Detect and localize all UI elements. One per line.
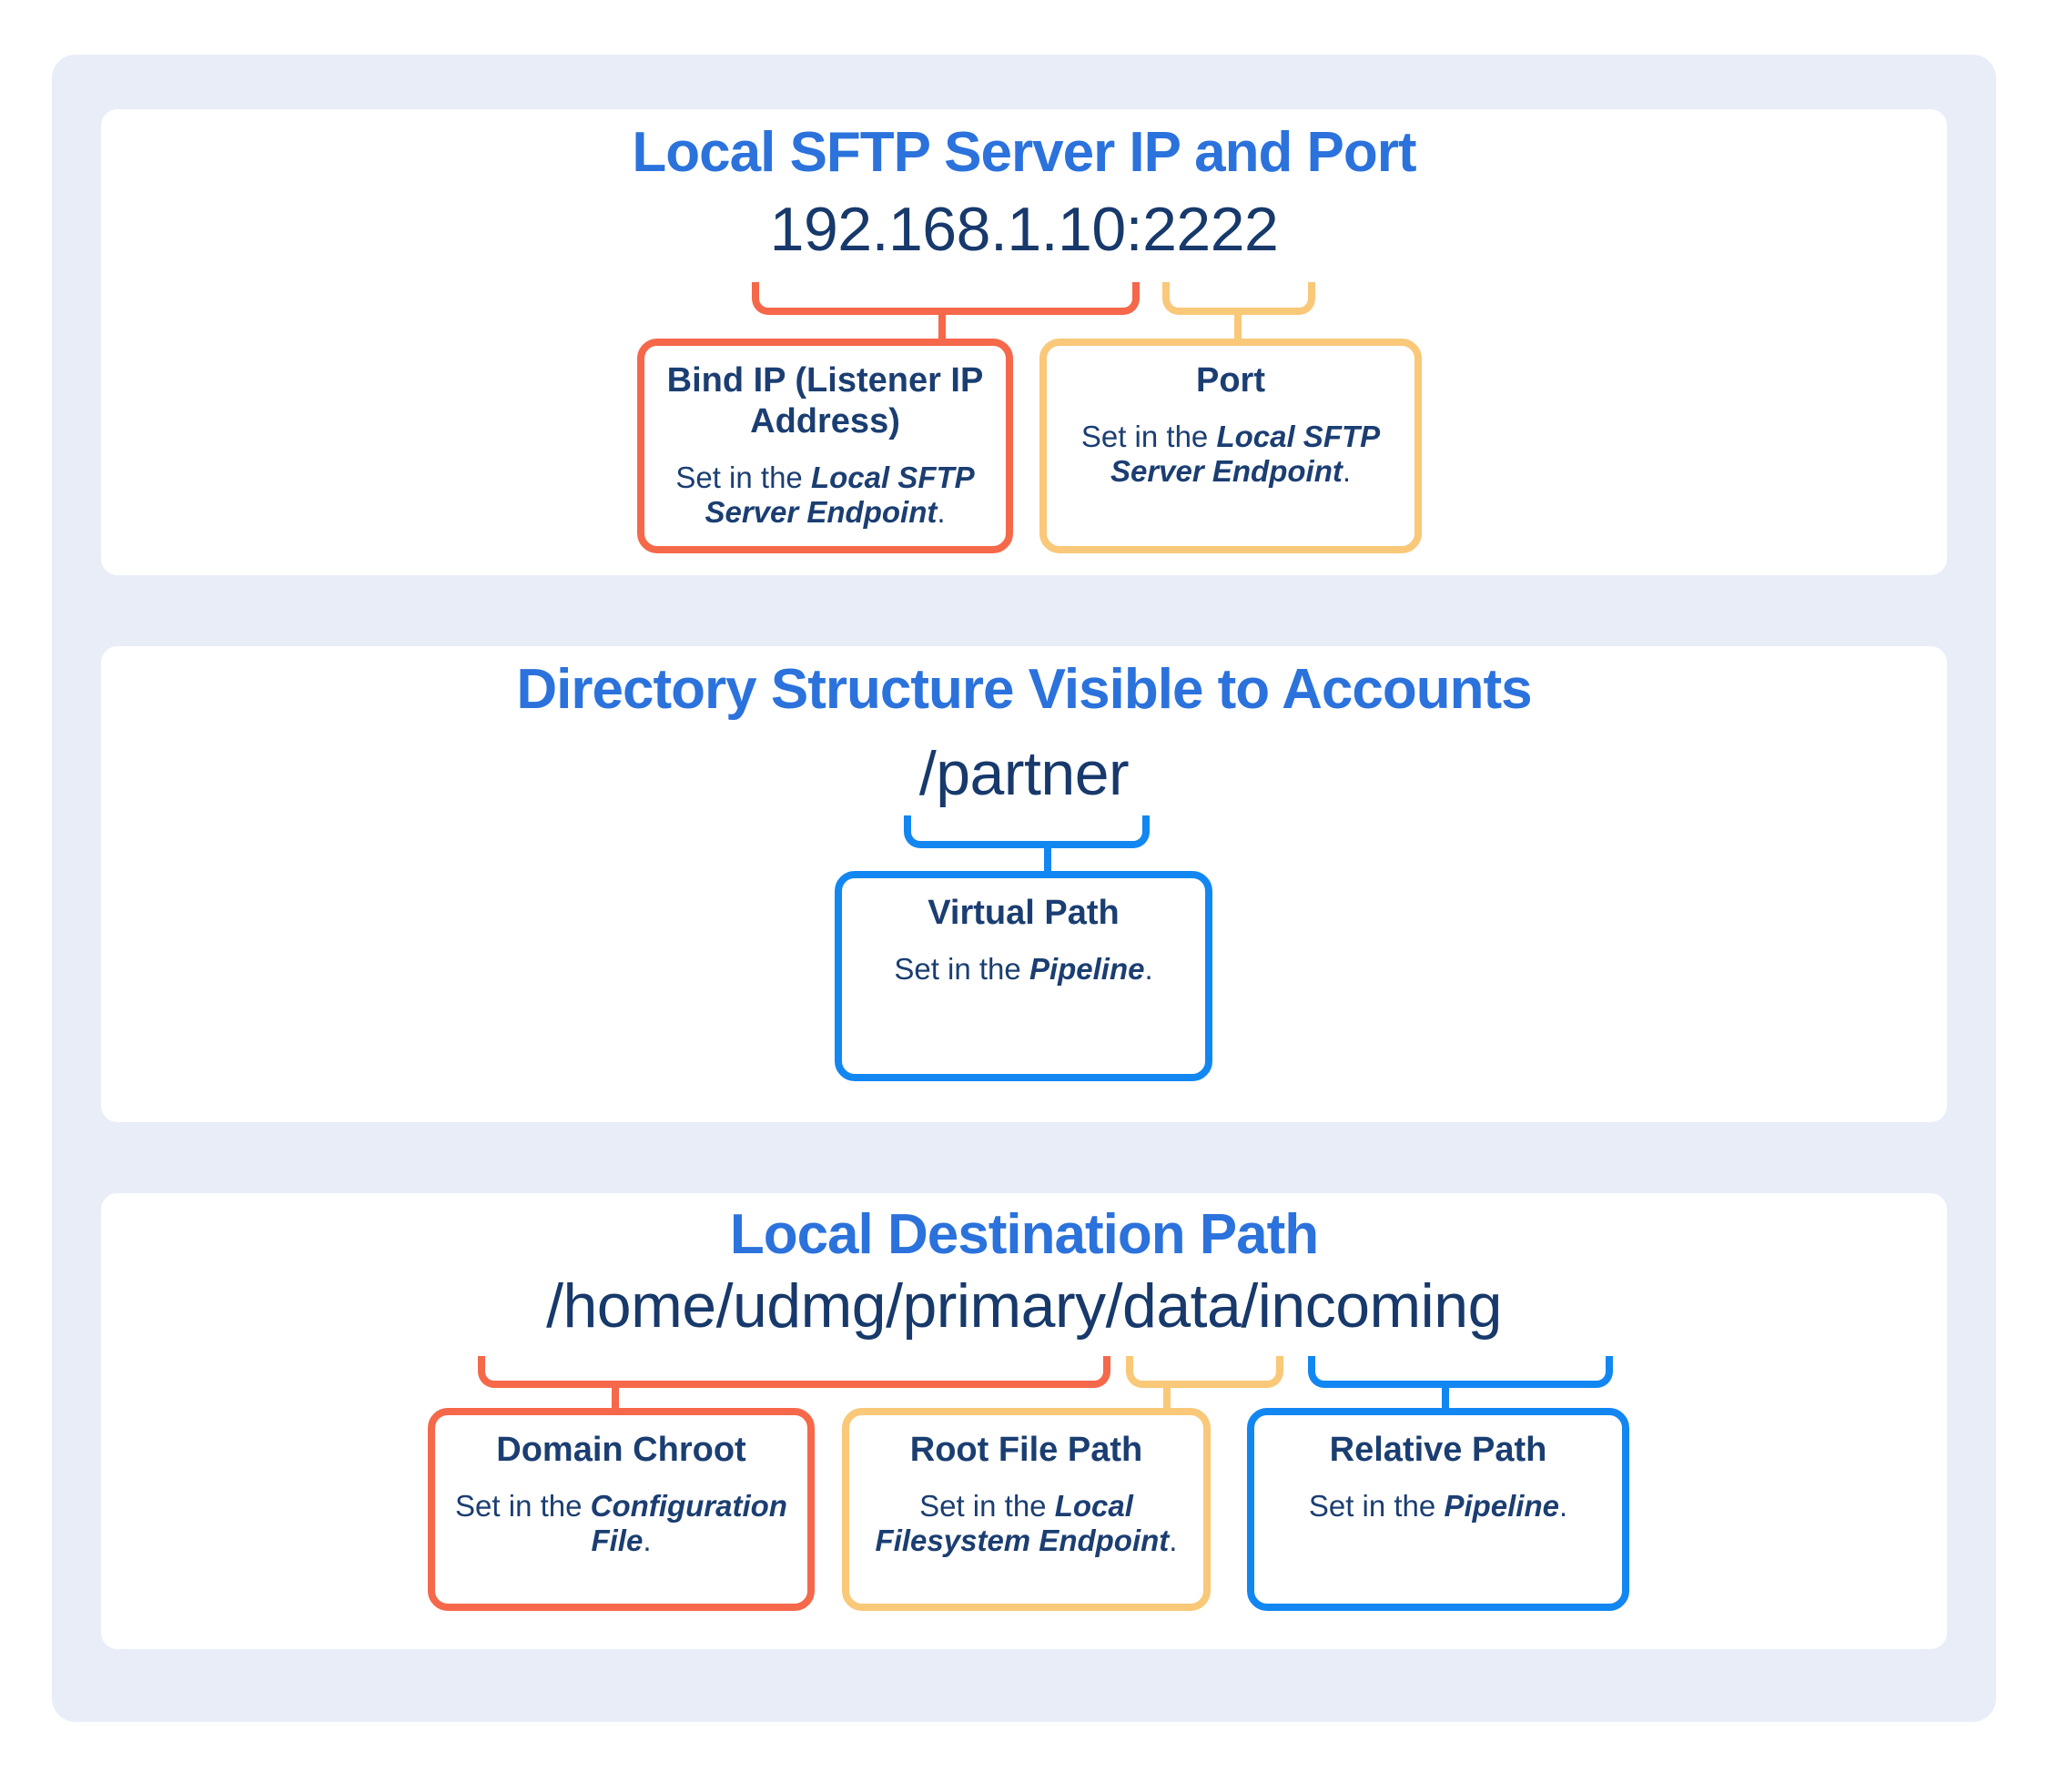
bracket-root-file-path bbox=[1126, 1356, 1283, 1388]
box-body-line: Server Endpoint. bbox=[705, 495, 946, 530]
box-body-line: File. bbox=[591, 1524, 652, 1558]
section-title-directory: Directory Structure Visible to Accounts bbox=[516, 658, 1532, 721]
box-body-line: Server Endpoint. bbox=[1110, 454, 1352, 489]
box-body-line: Set in the Local bbox=[919, 1488, 1133, 1523]
box-body-line: Filesystem Endpoint. bbox=[875, 1524, 1178, 1558]
stem-domain-chroot bbox=[612, 1386, 619, 1408]
stem-relative-path bbox=[1442, 1386, 1449, 1408]
box-header-virtual-path: Virtual Path bbox=[928, 894, 1120, 932]
bracket-relative-path bbox=[1308, 1356, 1613, 1388]
directory-virtual-path-value: /partner bbox=[918, 739, 1130, 808]
box-body-line: Set in the Pipeline. bbox=[1308, 1488, 1568, 1523]
section-title-destination: Local Destination Path bbox=[729, 1203, 1319, 1266]
stem-bind-ip bbox=[938, 313, 946, 339]
section-card-directory: Directory Structure Visible to Accounts … bbox=[101, 646, 1947, 1122]
label-box-port: Port Set in the Local SFTP Server Endpoi… bbox=[1039, 339, 1422, 553]
box-body-domain-chroot: Set in the Configuration File. bbox=[453, 1489, 789, 1559]
label-box-domain-chroot: Domain Chroot Set in the Configuration F… bbox=[428, 1408, 815, 1611]
box-body-relative-path: Set in the Pipeline. bbox=[1272, 1489, 1604, 1524]
box-header-root-file-path: Root File Path bbox=[909, 1431, 1143, 1469]
box-body-line: Set in the Pipeline. bbox=[894, 951, 1153, 986]
box-body-bind-ip: Set in the Local SFTP Server Endpoint. bbox=[663, 461, 988, 531]
section-title-sftp: Local SFTP Server IP and Port bbox=[632, 121, 1416, 184]
section-card-sftp: Local SFTP Server IP and Port 192.168.1.… bbox=[101, 109, 1947, 575]
stem-port bbox=[1234, 313, 1242, 339]
destination-path-value: /home/udmg/primary/data/incoming bbox=[546, 1271, 1502, 1341]
bracket-domain-chroot bbox=[478, 1356, 1110, 1388]
label-box-virtual-path: Virtual Path Set in the Pipeline. bbox=[835, 871, 1212, 1081]
box-body-line: Set in the Local SFTP bbox=[1080, 419, 1381, 453]
label-box-bind-ip: Bind IP (Listener IP Address) Set in the… bbox=[637, 339, 1013, 553]
sftp-ip-port-value: 192.168.1.10:2222 bbox=[769, 195, 1279, 264]
bracket-virtual-path bbox=[904, 815, 1150, 848]
bracket-port bbox=[1162, 282, 1315, 315]
box-header-relative-path: Relative Path bbox=[1329, 1431, 1547, 1469]
box-body-port: Set in the Local SFTP Server Endpoint. bbox=[1065, 420, 1396, 490]
label-box-relative-path: Relative Path Set in the Pipeline. bbox=[1247, 1408, 1629, 1611]
box-body-line: Set in the Local SFTP bbox=[675, 460, 975, 494]
stem-virtual-path bbox=[1044, 846, 1051, 871]
section-card-destination: Local Destination Path /home/udmg/primar… bbox=[101, 1193, 1947, 1649]
box-header-port: Port bbox=[1196, 361, 1265, 400]
bracket-bind-ip bbox=[752, 282, 1140, 315]
diagram-container: Local SFTP Server IP and Port 192.168.1.… bbox=[52, 55, 1996, 1722]
stem-root-file-path bbox=[1163, 1386, 1171, 1408]
box-header-bind-ip: Bind IP (Listener IP Address) bbox=[666, 361, 984, 440]
box-body-line: Set in the Configuration bbox=[455, 1488, 787, 1523]
box-body-virtual-path: Set in the Pipeline. bbox=[860, 952, 1187, 987]
box-header-domain-chroot: Domain Chroot bbox=[496, 1431, 746, 1469]
box-body-root-file-path: Set in the Local Filesystem Endpoint. bbox=[867, 1489, 1185, 1559]
label-box-root-file-path: Root File Path Set in the Local Filesyst… bbox=[842, 1408, 1211, 1611]
